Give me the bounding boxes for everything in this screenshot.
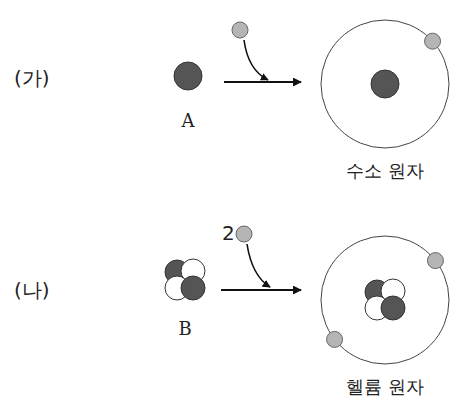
electron [427, 253, 443, 269]
atom-figure [315, 12, 455, 160]
electron-arrow [247, 244, 270, 287]
reaction-arrow [224, 81, 301, 83]
electron [327, 331, 343, 347]
hydrogen-atom: 수소 원자 [315, 12, 455, 182]
electron [425, 33, 441, 49]
panel-label: (가) [14, 66, 50, 90]
electron-count: 2 [222, 221, 235, 245]
panel-label: (나) [14, 278, 50, 302]
proton [174, 62, 202, 90]
reaction-arrow [221, 289, 301, 291]
atom-label: 수소 원자 [315, 160, 455, 182]
proton [181, 276, 205, 300]
orbit [321, 236, 449, 364]
atom-label: B [155, 318, 215, 340]
electron [236, 226, 252, 242]
atom-label: 헬륨 원자 [315, 376, 455, 398]
electron-arrow [244, 40, 268, 80]
nucleus-a: A [158, 52, 218, 132]
nucleus-b: B [155, 252, 215, 340]
orbit [321, 20, 449, 148]
atom-figure [158, 52, 218, 110]
helium-atom: 헬륨 원자 [315, 228, 455, 398]
atom-figure [315, 228, 455, 376]
atom-label: A [158, 110, 218, 132]
proton [381, 296, 405, 320]
electron [232, 22, 248, 38]
atom-figure [155, 252, 215, 318]
proton [371, 70, 399, 98]
